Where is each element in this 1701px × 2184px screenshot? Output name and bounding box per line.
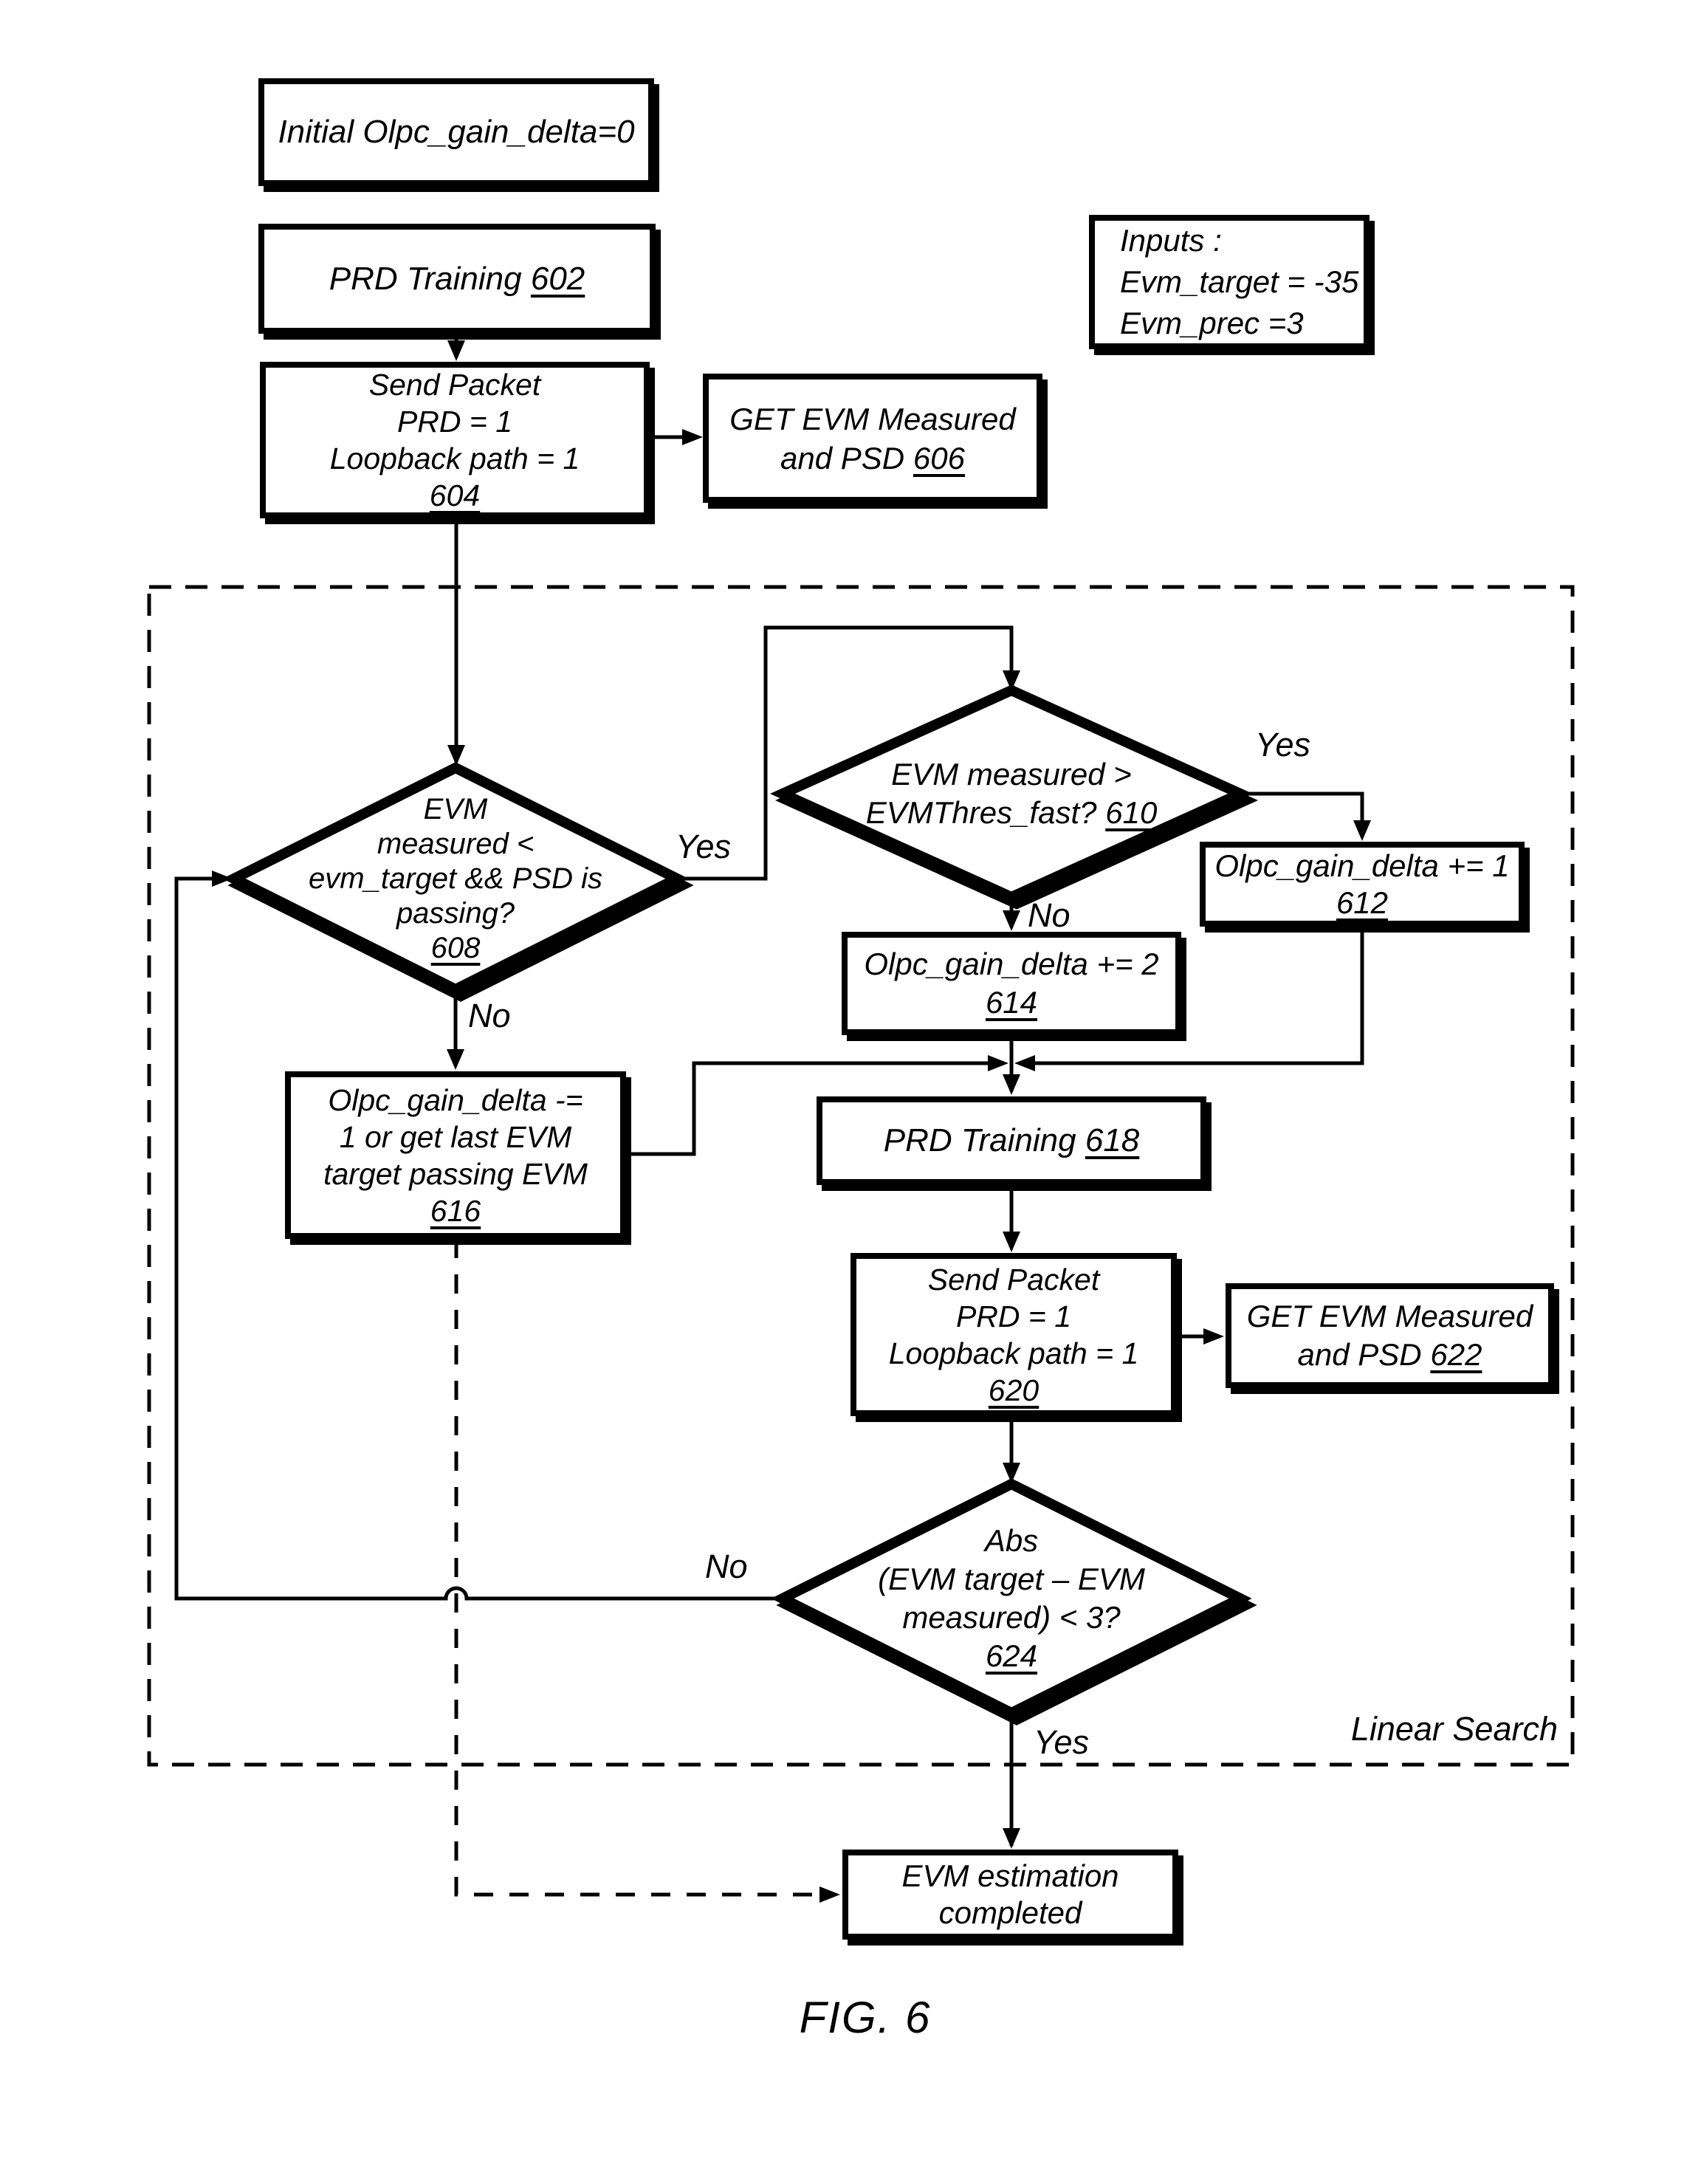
decision-608-text: EVM measured < evm_target && PSD is pass… — [309, 793, 602, 964]
figure-caption: FIG. 6 — [799, 1993, 932, 2042]
send-packet-604-box: Send Packet PRD = 1 Loopback path = 1 60… — [260, 362, 650, 518]
edge-label-yes-608: Yes — [676, 828, 732, 865]
init-gain-delta-box: Initial Olpc_gain_delta=0 — [258, 78, 654, 186]
get-evm-622-box: GET EVM Measured and PSD 622 — [1226, 1283, 1554, 1388]
edge-label-yes-610: Yes — [1255, 726, 1311, 763]
ref-612: 612 — [1336, 885, 1389, 920]
ref-620: 620 — [988, 1373, 1040, 1407]
gain-delta-minus-616-box: Olpc_gain_delta -= 1 or get last EVM tar… — [285, 1071, 626, 1239]
edge-608-yes-610 — [677, 625, 1014, 881]
ref-608: 608 — [430, 932, 481, 964]
linear-search-label: Linear Search — [1350, 1710, 1558, 1748]
ref-622: 622 — [1430, 1337, 1482, 1372]
decision-608-shape — [222, 762, 689, 995]
send-packet-620-box: Send Packet PRD = 1 Loopback path = 1 62… — [850, 1253, 1177, 1416]
ref-604: 604 — [429, 478, 481, 512]
init-gain-delta-text: Initial Olpc_gain_delta=0 — [278, 114, 635, 150]
edge-label-no-624: No — [705, 1548, 748, 1585]
prd-training-618-box: PRD Training 618 — [817, 1096, 1206, 1185]
ref-606: 606 — [913, 440, 965, 475]
ref-614: 614 — [985, 985, 1038, 1020]
linear-search-region-border — [147, 585, 1575, 1767]
gain-delta-plus1-612-box: Olpc_gain_delta += 1 612 — [1200, 842, 1525, 927]
edge-label-no-610: No — [1028, 896, 1071, 934]
arrowheads — [212, 340, 1371, 1903]
ref-618: 618 — [1085, 1122, 1140, 1158]
decision-610-text: EVM measured > EVMThres_fast? 610 — [805, 735, 1218, 853]
connectors — [174, 334, 1364, 1897]
edge-624-no-608 — [174, 876, 783, 1601]
edge-610-yes-612 — [1240, 791, 1364, 837]
edge-label-no-608: No — [468, 997, 511, 1034]
ref-624: 624 — [985, 1638, 1038, 1673]
prd-training-602-box: PRD Training 602 — [258, 224, 656, 334]
edge-label-yes-624: Yes — [1034, 1723, 1090, 1761]
get-evm-606-box: GET EVM Measured and PSD 606 — [703, 374, 1042, 503]
decision-624-shape — [771, 1478, 1252, 1719]
decision-610-shape — [769, 684, 1254, 903]
decision-624-text: Abs (EVM target – EVM measured) < 3? 624 — [849, 1515, 1174, 1682]
evm-estimation-completed-box: EVM estimation completed — [842, 1850, 1178, 1940]
decision-diamonds — [222, 684, 1254, 1719]
prd-training-602-text: PRD Training 602 — [329, 260, 585, 297]
edge-616-done-dashed — [454, 1239, 836, 1897]
edge-616-merge — [626, 1061, 989, 1156]
ref-602: 602 — [530, 260, 585, 297]
gain-delta-plus2-614-box: Olpc_gain_delta += 2 614 — [842, 932, 1181, 1035]
edge-612-merge — [1034, 927, 1364, 1065]
ref-616: 616 — [430, 1193, 481, 1228]
inputs-box: Inputs : Evm_target = -35 Evm_prec =3 — [1089, 215, 1370, 349]
ref-610: 610 — [1105, 795, 1158, 830]
